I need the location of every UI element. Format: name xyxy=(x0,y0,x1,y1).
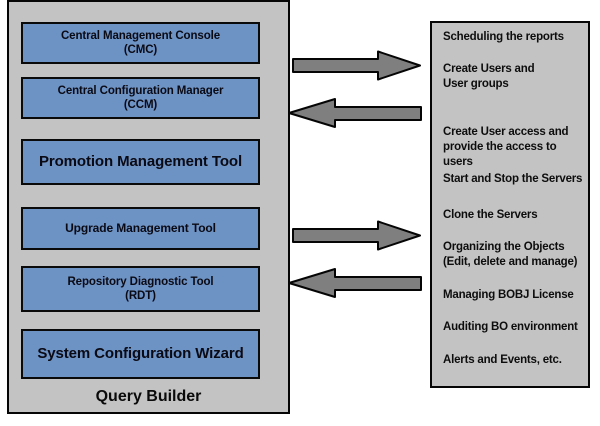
task-item: Auditing BO environment xyxy=(443,321,578,333)
right-arrow-icon xyxy=(292,220,421,251)
tool-box-central-management-console: Central Management Console (CMC) xyxy=(21,22,260,64)
right-arrow-icon xyxy=(292,50,421,81)
task-item: Managing BOBJ License xyxy=(443,289,574,301)
tool-box-promotion-management-tool: Promotion Management Tool xyxy=(21,139,260,185)
task-item: Create User access and provide the acces… xyxy=(443,126,569,168)
query-builder-label: Query Builder xyxy=(95,388,202,405)
task-item: Organizing the Objects (Edit, delete and… xyxy=(443,241,578,268)
left-arrow-icon xyxy=(288,268,422,298)
task-item: Create Users and User groups xyxy=(443,63,535,90)
tool-box-system-configuration-wizard: System Configuration Wizard xyxy=(21,329,260,379)
tasks-panel: Scheduling the reports Create Users and … xyxy=(430,21,590,388)
task-item: Alerts and Events, etc. xyxy=(443,354,562,366)
task-item: Scheduling the reports xyxy=(443,31,564,43)
tool-box-central-configuration-manager: Central Configuration Manager (CCM) xyxy=(21,77,260,119)
task-item: Start and Stop the Servers xyxy=(443,173,583,185)
tools-panel: Central Management Console (CMC) Central… xyxy=(7,0,290,414)
left-arrow-icon xyxy=(288,98,422,128)
tool-box-repository-diagnostic-tool: Repository Diagnostic Tool (RDT) xyxy=(21,266,260,312)
tool-box-upgrade-management-tool: Upgrade Management Tool xyxy=(21,207,260,250)
task-item: Clone the Servers xyxy=(443,209,538,221)
